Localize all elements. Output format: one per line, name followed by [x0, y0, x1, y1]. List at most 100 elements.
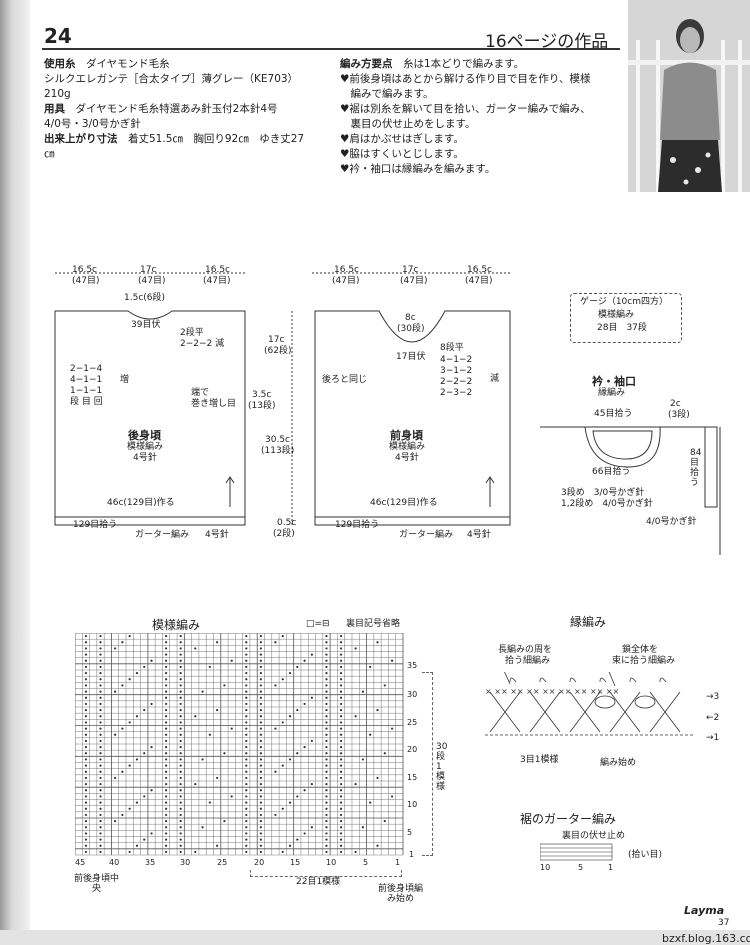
- collar-width-rows: (3段): [668, 410, 690, 420]
- chart-col-label: 10: [326, 858, 337, 867]
- chart-col-label: 20: [254, 858, 265, 867]
- back-garter: ガーター編み: [135, 530, 190, 540]
- edging-note-left-2: 拾う細編み: [505, 656, 551, 666]
- front-top-dim-1: 16.5c: [334, 265, 359, 275]
- footer-bar: [0, 930, 750, 945]
- chart-title: 模様編み: [152, 618, 201, 632]
- chart-col-label: 40: [109, 858, 120, 867]
- chart-repeat-rows: 30段1模様: [436, 742, 448, 792]
- front-garter-needle: 4号針: [467, 530, 491, 540]
- yarn-amount: 210g: [44, 88, 71, 100]
- chart-col-label: 30: [180, 858, 191, 867]
- front-top-sts-3: (47目): [465, 276, 493, 286]
- chart-repeat-sts-bracket: [250, 870, 402, 877]
- back-neck-dec-2: 2−2−2 減: [180, 339, 225, 349]
- back-body-title: 後身頃: [128, 429, 161, 442]
- chart-col-label: 25: [217, 858, 228, 867]
- front-neck-row: 3−1−2: [440, 366, 473, 376]
- instruction-line: ♥衿・袖口は縁編みを編みます。: [340, 163, 496, 175]
- chart-col-label: 15: [290, 858, 301, 867]
- back-edge-cast-2: 巻き増し目: [191, 399, 237, 409]
- garter-hem-col: 10: [540, 863, 551, 872]
- back-inc-row: 4−1−1: [70, 375, 103, 385]
- collar-width: 2c: [670, 399, 681, 409]
- instruction-line: 裏目の伏せ止めをします。: [340, 118, 476, 130]
- chart-col-label: 5: [363, 858, 369, 867]
- tools-text: ダイヤモンド毛糸特選あみ針玉付2本針4号: [75, 103, 278, 115]
- garter-hem-col: 5: [578, 863, 584, 872]
- chart-row-label: 10: [407, 800, 418, 809]
- collar-outline: [584, 426, 661, 468]
- schematic-lines: [54, 272, 721, 555]
- chart-col-label: 45: [75, 858, 86, 867]
- back-garter-needle: 4号針: [205, 530, 229, 540]
- collar-pick-66: 66目拾う: [592, 467, 631, 477]
- tools-label: 用具: [44, 103, 65, 115]
- gauge-pattern: 模様編み: [598, 310, 635, 320]
- dim-0-5c-rows: (2段): [273, 529, 295, 539]
- back-inc-label: 増: [120, 375, 130, 385]
- front-neck-depth: 8c: [405, 313, 416, 323]
- page-title: 16ページの作品: [485, 32, 609, 52]
- edging-note-left-1: 長編みの周を: [498, 645, 553, 655]
- instructions-intro: 糸は1本どりで編みます。: [403, 58, 525, 70]
- instruction-line: ♥肩はかぶせはぎします。: [340, 133, 464, 145]
- model-photo: [628, 0, 750, 192]
- dim-30-5c: 30.5c: [265, 435, 290, 445]
- back-neck-dec-1: 2段平: [180, 328, 204, 338]
- front-garter: ガーター編み: [399, 530, 454, 540]
- edging-diagram: × ×× ×× ×× ×× ×× ×× ×× ××: [485, 672, 695, 736]
- garter-hem-bind-off: 裏目の伏せ止め: [562, 831, 626, 841]
- instruction-line: 編みで編みます。: [340, 88, 434, 100]
- back-top-dim-2: 17c: [140, 265, 157, 275]
- armhole-band: [704, 426, 718, 508]
- back-top-sts-3: (47目): [203, 276, 231, 286]
- front-neck-row: 4−1−2: [440, 355, 473, 365]
- pattern-number: 24: [44, 24, 72, 48]
- back-top-sts-2: (47目): [138, 276, 166, 286]
- edging-row: →1: [706, 733, 720, 743]
- front-body-outline: [314, 310, 511, 518]
- dim-3-5c: 3.5c: [252, 390, 272, 400]
- chart-row-label: 30: [407, 690, 418, 699]
- back-top-sts-1: (47目): [72, 276, 100, 286]
- chart-legend-key: □=⊟: [306, 619, 330, 629]
- front-neck-row: 2−3−2: [440, 388, 473, 398]
- tools-text-2: 4/0号・3/0号かぎ針: [44, 118, 141, 130]
- front-top-dim-3: 16.5c: [467, 265, 492, 275]
- yarn-label: 使用糸: [44, 58, 76, 70]
- chart-row-label: 15: [407, 773, 418, 782]
- front-pickup: 129目拾う: [335, 520, 380, 530]
- back-neck-depth: 1.5c(6段): [124, 293, 166, 303]
- back-pickup: 129目拾う: [73, 520, 118, 530]
- header-rule: [42, 48, 620, 50]
- front-bottom-cast: 46c(129目)作る: [370, 498, 438, 508]
- back-neck-bind-off: 39目伏: [131, 320, 161, 330]
- edging-start: 編み始め: [600, 758, 637, 768]
- chart-col-label: 35: [145, 858, 156, 867]
- size-text-2: ㎝: [44, 148, 55, 160]
- dim-3-5c-rows: (13段): [248, 401, 276, 411]
- front-pattern: 模様編み: [389, 442, 426, 452]
- chart-row-label: 35: [407, 661, 418, 670]
- chart-repeat-sts: 22目1模様: [296, 877, 341, 887]
- instructions-block: 編み方要点 糸は1本どりで編みます。 ♥前後身頃はあとから解ける作り目で目を作り…: [340, 57, 625, 177]
- collar-title: 衿・袖口: [592, 375, 636, 388]
- edging-note-right-1: 鎖全体を: [622, 645, 659, 655]
- back-inc-row: 2−1−4: [70, 364, 103, 374]
- front-neck-dec-label: 減: [490, 374, 500, 384]
- book-spine-shadow: [0, 0, 30, 945]
- armhole-pick-84: 84目拾う: [690, 448, 702, 488]
- chart-center-label: 前後身頃中央: [74, 874, 120, 894]
- front-same-as-back: 後ろと同じ: [322, 375, 368, 385]
- collar-rows-3: 3段め 3/0号かぎ針: [561, 488, 645, 498]
- armhole-hook: 4/0号かぎ針: [646, 517, 697, 527]
- front-neck-flat: 8段平: [440, 343, 464, 353]
- gauge-value: 28目 37段: [597, 323, 647, 333]
- front-neck-row: 2−2−2: [440, 377, 473, 387]
- brand-label: Layma: [684, 904, 725, 917]
- chart-row-label: 5: [407, 828, 413, 837]
- front-garter-hem: [314, 516, 511, 526]
- yarn-brand: ダイヤモンド毛糸: [86, 58, 170, 70]
- back-inc-row: 1−1−1: [70, 386, 103, 396]
